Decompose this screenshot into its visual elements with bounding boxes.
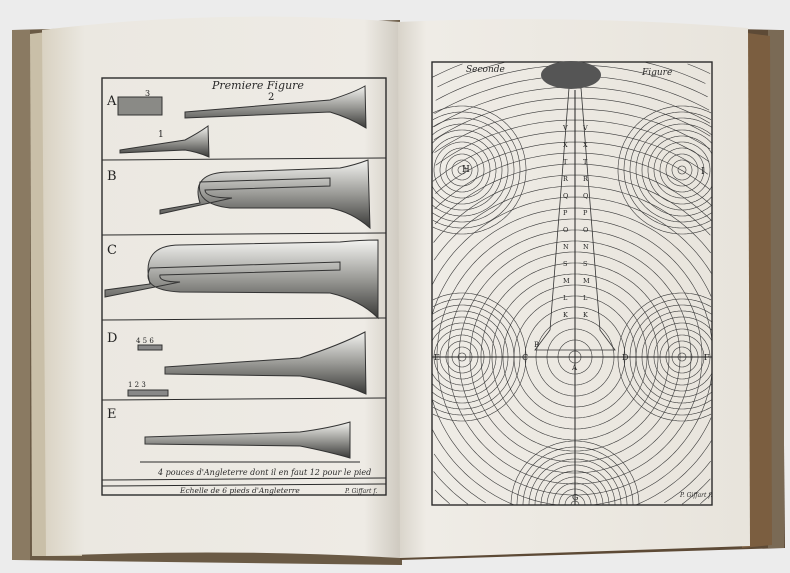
point-f: F	[704, 353, 710, 362]
sound-wave-circle	[435, 141, 711, 194]
seconde-label: Seconde	[466, 65, 505, 75]
echo-circle	[432, 111, 521, 229]
echo-circle	[629, 117, 712, 223]
sound-wave-circle	[435, 119, 710, 166]
echo-circle	[439, 147, 485, 193]
scale-title: Echelle de 6 pieds d'Angleterre	[179, 486, 300, 495]
signature-left: P. Giffart f.	[344, 488, 377, 495]
column-letter: X	[563, 141, 568, 149]
column-letter: M	[563, 277, 570, 285]
column-letter: S	[563, 260, 567, 268]
column-letter: X	[583, 141, 588, 149]
part-label: 4 5 6	[136, 337, 154, 345]
column-letter: O	[563, 226, 568, 234]
echo-circle	[635, 123, 713, 217]
column-letter: Q	[563, 192, 568, 200]
echo-circle	[617, 105, 712, 235]
marbled-edge-left	[12, 30, 30, 560]
panel-label-b: B	[107, 169, 117, 184]
part-label: 1	[158, 130, 164, 140]
trumpets	[104, 85, 379, 459]
sound-wave-circle	[431, 207, 712, 505]
echo-circle	[457, 165, 467, 175]
column-letter: S	[583, 260, 587, 268]
premiere-figure-title: Premiere Figure	[211, 79, 304, 92]
column-letter: V	[562, 124, 568, 132]
right-page	[398, 19, 750, 559]
echo-circle	[623, 111, 712, 229]
echo-circle	[432, 292, 527, 422]
echo-circle	[431, 310, 509, 404]
point-c: C	[522, 353, 528, 362]
point-g: G	[572, 493, 578, 502]
column-letter: T	[563, 158, 568, 166]
echo-circle	[433, 141, 491, 199]
echo-circle	[432, 105, 527, 235]
column-letter: R	[563, 175, 569, 183]
sound-wave-circle	[433, 97, 711, 141]
echo-circle	[432, 316, 503, 398]
echo-circle	[445, 153, 479, 187]
echo-circle	[431, 123, 509, 217]
echo-circle	[431, 322, 497, 392]
sound-wave-circle	[437, 62, 706, 88]
echo-circle	[647, 135, 713, 205]
echo-circle	[641, 129, 712, 211]
echo-circle	[653, 141, 711, 199]
echo-circle	[671, 159, 693, 181]
marbled-edge-right	[768, 30, 784, 548]
panel-label-a: A	[106, 94, 117, 109]
point-i: I	[701, 167, 705, 177]
column-letter: T	[583, 158, 588, 166]
part-label: 2	[268, 92, 274, 103]
scale-caption: 4 pouces d'Angleterre dont il en faut 12…	[157, 468, 371, 477]
column-letter: L	[563, 294, 568, 302]
echo-circle	[677, 165, 687, 175]
column-letter: K	[563, 311, 568, 319]
echo-circle	[432, 298, 521, 416]
panel-label-c: C	[107, 243, 117, 258]
column-letter: L	[583, 294, 588, 302]
echo-circle	[451, 159, 473, 181]
echo-circle	[432, 304, 515, 410]
echo-circle	[432, 117, 515, 223]
sound-wave-circle	[432, 63, 711, 78]
column-letter: N	[563, 243, 569, 251]
point-b: B	[534, 341, 539, 349]
echo-circle	[431, 135, 497, 205]
point-a: A	[571, 364, 578, 372]
column-letter: O	[583, 226, 588, 234]
panel-label-d: D	[107, 331, 117, 346]
point-h: H	[462, 165, 470, 175]
right-plate	[431, 61, 713, 506]
column-letter: P	[563, 209, 568, 217]
echo-circle	[659, 147, 705, 193]
sound-wave-circle	[434, 163, 712, 505]
column-letter: V	[582, 124, 588, 132]
column-letter: Q	[583, 192, 588, 200]
part-label: 3	[145, 89, 150, 98]
echo-circle	[665, 153, 699, 187]
sound-wave-circle	[432, 196, 712, 506]
sound-wave-circle	[432, 130, 708, 182]
column-letter: P	[583, 209, 588, 217]
panel-label-e: E	[107, 407, 117, 422]
column-letter: M	[583, 277, 590, 285]
point-d: D	[622, 353, 628, 362]
signature-right: P. Giffart f.	[679, 492, 712, 499]
column-letter: R	[583, 175, 589, 183]
echo-circle	[432, 129, 503, 211]
point-e: E	[434, 353, 440, 362]
column-letter: K	[583, 311, 588, 319]
part-label: 1 2 3	[128, 381, 146, 389]
figure-label: Figure	[641, 68, 672, 78]
head-engraving	[541, 61, 601, 89]
left-plate	[101, 77, 387, 496]
column-letter: N	[583, 243, 589, 251]
